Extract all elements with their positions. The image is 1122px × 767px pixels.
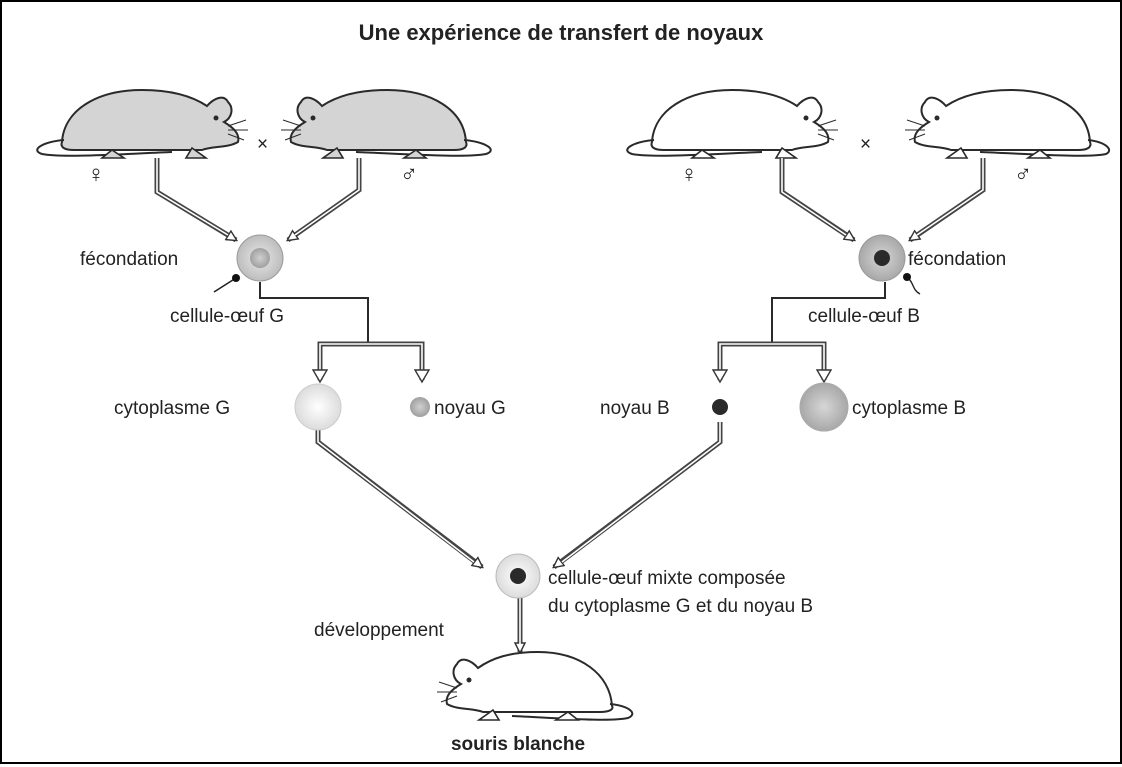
- egg-b-label: cellule-œuf B: [808, 306, 920, 327]
- left-cross-symbol: ×: [257, 134, 268, 155]
- mixed-egg-cell: [495, 553, 541, 599]
- cytoplasm-g-label: cytoplasme G: [114, 398, 230, 419]
- arrow-left-male-to-egg: [288, 158, 362, 243]
- nucleus-b-label: noyau B: [600, 398, 670, 419]
- egg-cell-g: [213, 234, 284, 293]
- left-male-symbol: ♂: [400, 161, 418, 188]
- right-female-symbol: ♀: [680, 161, 698, 188]
- cytoplasm-b-cell: [799, 382, 849, 432]
- nucleus-b: [712, 399, 728, 415]
- diagram-title: Une expérience de transfert de noyaux: [359, 20, 764, 45]
- split-connector-b: [711, 282, 886, 384]
- grey-female-mouse: [36, 88, 248, 159]
- right-fertilization-label: fécondation: [908, 249, 1006, 270]
- development-label: développement: [314, 620, 445, 641]
- cytoplasm-g-cell: [294, 383, 342, 431]
- white-male-mouse: [905, 88, 1111, 159]
- right-cross-symbol: ×: [860, 134, 871, 155]
- result-label: souris blanche: [451, 734, 585, 755]
- egg-g-label: cellule-œuf G: [170, 306, 284, 327]
- split-connector-g: [259, 282, 431, 384]
- left-fertilization-label: fécondation: [80, 249, 178, 270]
- right-male-symbol: ♂: [1014, 161, 1032, 188]
- cytoplasm-b-label: cytoplasme B: [852, 398, 966, 419]
- left-female-symbol: ♀: [87, 161, 105, 188]
- white-result-mouse: [437, 650, 634, 721]
- nucleus-g-label: noyau G: [434, 398, 506, 419]
- arrow-nucleus-b-to-mixed: [554, 422, 723, 569]
- arrow-inner-lines: [156, 158, 984, 644]
- mixed-egg-label-line1: cellule-œuf mixte composée: [548, 568, 786, 589]
- arrow-cytoplasm-g-to-mixed: [315, 428, 482, 569]
- egg-cell-b: [858, 234, 921, 295]
- mixed-egg-label-line2: du cytoplasme G et du noyau B: [548, 596, 813, 617]
- nucleus-g: [410, 397, 430, 417]
- grey-male-mouse: [281, 88, 492, 159]
- white-female-mouse: [626, 88, 838, 159]
- arrow-right-male-to-egg: [910, 158, 986, 243]
